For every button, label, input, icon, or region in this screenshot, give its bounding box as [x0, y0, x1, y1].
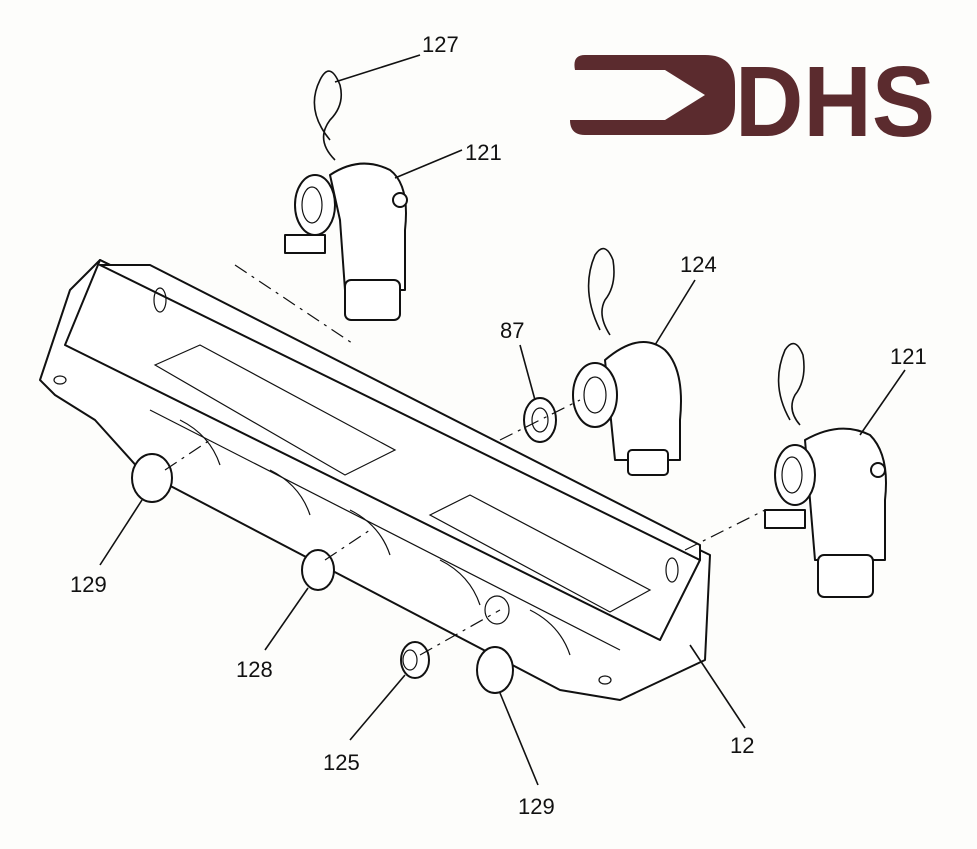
callout-121-top: 121	[465, 140, 502, 165]
callout-121-right: 121	[890, 344, 927, 369]
o-ring-129-left	[131, 453, 173, 503]
callout-129-bottom: 129	[518, 794, 555, 819]
assembly-centerlines	[164, 264, 766, 656]
elbow-fitting-121-top	[284, 162, 408, 321]
elbow-fitting-121-right	[764, 427, 887, 598]
callout-124: 124	[680, 252, 717, 277]
callout-125: 125	[323, 750, 360, 775]
callout-127: 127	[422, 32, 459, 57]
callout-12: 12	[730, 733, 754, 758]
callout-128: 128	[236, 657, 273, 682]
hairpin-clip-124	[587, 247, 615, 336]
hairpin-clip-121-right	[777, 342, 805, 426]
callout-129-left: 129	[70, 572, 107, 597]
plug-125	[400, 641, 430, 679]
logo-text: DHS	[735, 46, 935, 158]
o-ring-128	[301, 549, 335, 591]
bracket-part-12	[39, 259, 711, 701]
leader-lines	[99, 54, 906, 786]
elbow-fitting-124	[572, 341, 682, 476]
callout-87: 87	[500, 318, 524, 343]
o-ring-129-bottom	[476, 646, 514, 694]
dhs-logo: DHS	[570, 46, 935, 158]
hairpin-clip-127	[313, 70, 343, 161]
washer-87	[523, 397, 557, 443]
